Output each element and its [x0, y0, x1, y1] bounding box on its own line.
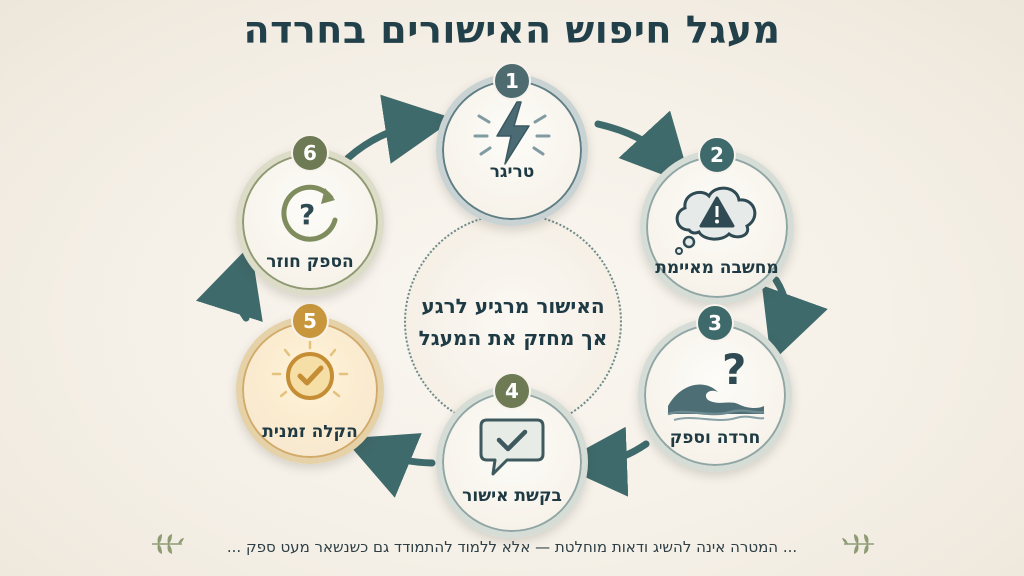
speech-check-icon [479, 418, 545, 476]
center-line-1: האישור מרגיע לרגע [421, 294, 605, 318]
step-badge-4: 4 [493, 372, 531, 410]
arrow-4-to-5 [343, 433, 436, 498]
step-4-seeking-reassurance: 4 בקשת אישור [436, 372, 588, 538]
step-1-trigger: 1 טריגר [436, 62, 588, 226]
svg-text:?: ? [299, 198, 315, 231]
wave-question-icon: ? [667, 345, 765, 421]
arrow-1-to-2 [594, 110, 692, 186]
glowing-check-icon [271, 340, 349, 400]
footer-note: ... המטרה אינה להשיג ודאות מוחלטת — אלא … [226, 538, 798, 556]
step-label-4: בקשת אישור [462, 486, 562, 506]
arrow-5-to-6 [196, 244, 263, 322]
step-2-threatening-thought: 2 מחשבה מאיימת [640, 136, 794, 304]
step-6-doubt-returns: 6 ? הספק חוזר [236, 134, 384, 296]
step-badge-5: 5 [291, 302, 329, 340]
page-title: מעגל חיפוש האישורים בחרדה [243, 8, 781, 52]
center-line-2: אך מחזק את המעגל [418, 326, 608, 350]
step-label-3: חרדה וספק [669, 428, 761, 448]
step-3-anxiety-doubt: 3 ? חרדה וספק [638, 304, 792, 472]
step-badge-3: 3 [696, 304, 734, 342]
step-badge-6: 6 [291, 134, 329, 172]
step-label-6: הספק חוזר [266, 252, 354, 272]
arrow-3-to-4 [557, 426, 650, 497]
arrow-2-to-3 [761, 276, 828, 363]
step-badge-1: 1 [493, 62, 531, 100]
step-badge-2: 2 [698, 136, 736, 174]
leaf-ornament-left-icon [152, 534, 184, 554]
warning-cloud-icon [675, 186, 757, 255]
svg-text:?: ? [722, 345, 746, 394]
lightning-icon [473, 101, 551, 165]
step-label-1: טריגר [489, 162, 535, 182]
step-label-2: מחשבה מאיימת [655, 258, 779, 278]
step-label-5: הקלה זמנית [262, 422, 358, 442]
step-5-temporary-relief: 5 הקלה זמנית [236, 302, 384, 464]
cycle-question-icon: ? [281, 184, 338, 242]
leaf-ornament-right-icon [842, 534, 874, 554]
arrow-6-to-1 [344, 94, 455, 164]
